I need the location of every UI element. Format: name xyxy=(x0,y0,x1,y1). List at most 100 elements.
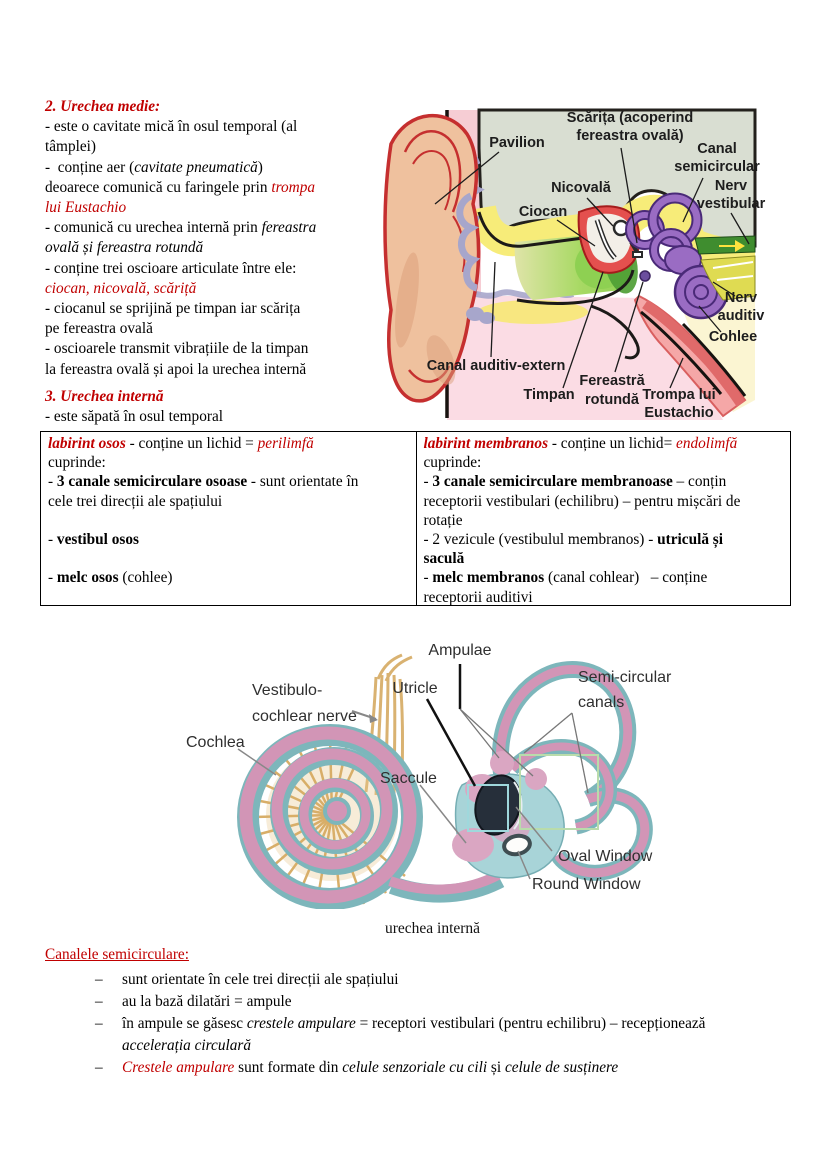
cochlea-spiral xyxy=(237,724,423,910)
middle-ear-diagram: Pavilion Scărița (acoperind fereastra ov… xyxy=(383,100,828,422)
label-fereastra-line2: rotundă xyxy=(585,392,640,408)
table-cell-labirint-osos: labirint osos - conține un lichid = peri… xyxy=(41,432,416,605)
oval-window-rim xyxy=(513,781,523,830)
label-ampulae: Ampulae xyxy=(428,642,491,659)
cochlea-tail xyxy=(388,870,501,895)
text-line xyxy=(48,549,409,568)
semicircular-canals xyxy=(491,661,653,881)
text-line: - conține trei oscioare articulate între… xyxy=(45,259,297,277)
label-nicovala: Nicovală xyxy=(551,180,612,196)
bone-patch xyxy=(478,300,588,324)
label-fereastra-line1: Fereastră xyxy=(579,373,645,389)
canals-leader-2 xyxy=(571,712,589,794)
tube-edge-1 xyxy=(640,310,723,395)
ampullae-highlight-box xyxy=(519,754,599,830)
bullet-row: – sunt orientate în cele trei direcții al… xyxy=(45,969,793,991)
label-cohlee: Cohlee xyxy=(709,329,757,345)
text-line: labirint osos - conține un lichid = peri… xyxy=(48,435,314,452)
bullet-row: – au la bază dilatări = ampule xyxy=(45,991,793,1013)
bullet-text: sunt orientate în cele trei direcții ale… xyxy=(122,971,399,988)
section-semicircular-canals: Canalele semicirculare: –sunt orientate … xyxy=(45,944,793,1079)
bullet-row: accelerația circulară xyxy=(45,1035,793,1057)
table-cell-labirint-membranos: labirint membranos - conține un lichid= … xyxy=(415,432,791,606)
nerve-arrow xyxy=(719,240,745,252)
inner-ear-diagram: Ampulae Utricle Semi-circular canals Ves… xyxy=(180,637,685,938)
oval-window-leader xyxy=(515,806,553,852)
label-timpan: Timpan xyxy=(523,387,574,403)
antihelix-curve xyxy=(412,150,452,211)
text-line: receptorii auditivi xyxy=(423,588,533,606)
text-line: ovală și fereastra rotundă xyxy=(45,239,204,257)
text-line: cuprinde: xyxy=(423,454,482,472)
round-window-dot xyxy=(639,270,651,282)
section-heading-inner-ear: 3. Urechea internă xyxy=(45,387,164,405)
stapes-footplate xyxy=(632,251,643,258)
label-scarita-line1: Scărița (acoperind xyxy=(567,110,694,126)
text-line: receptorii vestibulari (echilibru) – pen… xyxy=(423,492,741,510)
text-line: deoarece comunică cu faringele prin trom… xyxy=(45,178,315,196)
inner-ear-text: - este săpată în osul temporal xyxy=(45,407,387,427)
labyrinth-table: labirint osos - conține un lichid = peri… xyxy=(40,431,791,606)
bullet-marker xyxy=(95,1035,122,1057)
text-line: - este o cavitate mică în osul temporal … xyxy=(45,118,298,136)
text-line: rotație xyxy=(423,511,463,529)
text-line: lui Eustachio xyxy=(45,199,127,217)
text-line: ciocan, nicovală, scăriță xyxy=(45,279,197,297)
bullet-marker: – xyxy=(95,1015,103,1032)
section-heading-middle-ear: 2. Urechea medie: xyxy=(45,98,161,115)
label-cochlea: Cochlea xyxy=(186,734,245,751)
bullet-marker: – xyxy=(95,971,103,988)
text-line: - 3 canale semicirculare membranoase – c… xyxy=(423,473,727,491)
utricle-highlight-box xyxy=(467,784,509,832)
bullet-text: au la bază dilatări = ampule xyxy=(122,993,292,1010)
helix-curve xyxy=(403,130,462,213)
text-line: - conține aer (cavitate pneumatică) xyxy=(45,158,263,176)
bullet-row: – în ampule se găsesc crestele ampulare =… xyxy=(45,1013,793,1035)
semicircular-ring-2 xyxy=(649,194,701,246)
label-semicircular-line1: Semi-circular xyxy=(578,669,672,686)
text-line: cuprinde: xyxy=(48,454,106,472)
text-line: - este săpată în osul temporal xyxy=(45,408,223,426)
label-canal-semicircular-line1: Canal xyxy=(697,141,737,157)
saccule-bump xyxy=(452,828,494,862)
text-line: pe fereastra ovală xyxy=(45,320,153,338)
bone-hook-outline xyxy=(590,304,640,360)
label-canal-semicircular-line2: semicircular xyxy=(674,159,760,175)
bullet-text: în ampule se găsesc crestele ampulare = … xyxy=(122,1015,706,1032)
nerve-fiber-1 xyxy=(712,261,754,269)
text-line: - 2 vezicule (vestibulul membranos) - ut… xyxy=(423,531,724,549)
bullet-row: –Crestele ampulare sunt formate din celu… xyxy=(45,1057,793,1079)
label-scarita-line2: fereastra ovală) xyxy=(576,128,683,144)
label-round-window: Round Window xyxy=(532,876,641,893)
canal-outline-bottom xyxy=(516,269,635,305)
leader-lines xyxy=(434,147,750,389)
label-utricle: Utricle xyxy=(392,680,437,697)
bullet-marker: – xyxy=(95,993,103,1010)
label-saccule: Saccule xyxy=(380,770,437,787)
text-line: cele trei direcții ale spațiului xyxy=(48,492,223,510)
canals-leader-1 xyxy=(523,712,573,754)
text-line xyxy=(48,511,409,530)
text-line: la fereastra ovală și apoi la urechea in… xyxy=(45,360,307,378)
text-line: saculă xyxy=(423,550,465,568)
ampulla-bump-1 xyxy=(490,751,514,775)
text-line: - 3 canale semicirculare osoase - sunt o… xyxy=(48,473,359,491)
text-line: - ciocanul se sprijină pe timpan iar scă… xyxy=(45,300,301,318)
middle-ear-illustration: Pavilion Scărița (acoperind fereastra ov… xyxy=(383,108,766,421)
round-window-leader xyxy=(517,850,531,880)
eustachian-tube-inner xyxy=(642,299,746,407)
label-semicircular-line2: canals xyxy=(578,694,624,711)
inner-ear-illustration: Ampulae Utricle Semi-circular canals Ves… xyxy=(186,642,672,911)
utricle-leader xyxy=(425,698,477,787)
ear-shadow-1 xyxy=(395,252,419,348)
cochlea-spiral-core xyxy=(693,284,709,300)
text-line: - melc osos (cohlee) xyxy=(48,569,173,587)
saccule-leader xyxy=(419,784,467,844)
cartilage-blob-2 xyxy=(479,312,495,324)
inner-ear-caption: urechea internă xyxy=(384,920,481,937)
section-middle-ear: 2. Urechea medie: - este o cavitate mică… xyxy=(45,97,387,427)
label-nerv-auditiv-line1: Nerv xyxy=(725,290,757,306)
nerve-arrowhead xyxy=(369,714,378,723)
text-line: - comunică cu urechea internă prin ferea… xyxy=(45,219,317,237)
label-pavilion: Pavilion xyxy=(489,135,545,151)
